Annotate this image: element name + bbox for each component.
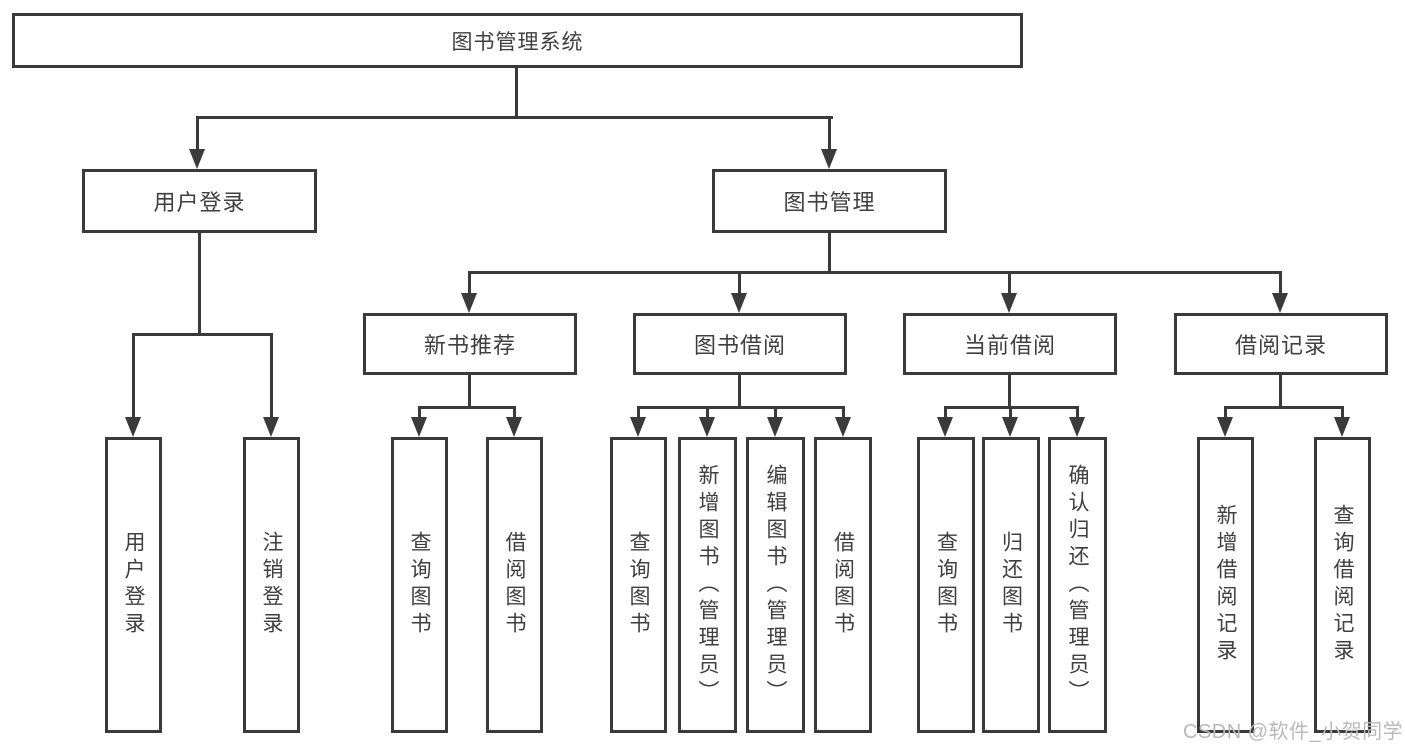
connector-level3-drop (1279, 271, 1282, 295)
leaf-query-books-borrowing-label: 查询图书 (627, 531, 650, 639)
node-book-borrowing: 图书借阅 (633, 313, 847, 375)
arrow-down-icon (411, 417, 427, 437)
connector-leaf-drop (774, 406, 777, 419)
leaf-query-books-recommend: 查询图书 (391, 437, 448, 733)
connector-leaf-drop (706, 406, 709, 419)
arrow-down-icon (1334, 417, 1350, 437)
leaf-confirm-return-admin-label: 确认归还（管理员） (1066, 463, 1089, 707)
arrow-down-icon (1002, 417, 1018, 437)
arrow-down-icon (189, 149, 205, 169)
leaf-add-borrow-record: 新增借阅记录 (1197, 437, 1254, 733)
node-borrowing-records: 借阅记录 (1174, 313, 1388, 375)
leaf-query-books-recommend-label: 查询图书 (408, 531, 431, 639)
connector-leaf-drop (1009, 406, 1012, 419)
leaf-add-borrow-record-label: 新增借阅记录 (1214, 504, 1237, 666)
connector-leaf-drop (418, 406, 421, 419)
node-current-borrowing: 当前借阅 (903, 313, 1117, 375)
leaf-user-login: 用户登录 (105, 437, 162, 733)
connector-leaf-drop (270, 333, 273, 419)
connector-level3-drop (1008, 271, 1011, 295)
connector-leaf-drop (1224, 406, 1227, 419)
connector-bookmgmt-drop (828, 116, 831, 151)
connector-level1-distributor (196, 116, 833, 119)
arrow-down-icon (461, 293, 477, 313)
connector-group3-stub (1008, 373, 1011, 408)
leaf-user-login-label: 用户登录 (122, 531, 145, 639)
connector-userlogin-distributor (132, 333, 273, 336)
leaf-add-book-admin: 新增图书（管理员） (678, 437, 737, 733)
leaf-borrow-books-recommend-label: 借阅图书 (503, 531, 526, 639)
leaf-return-books: 归还图书 (982, 437, 1040, 733)
connector-group1-distributor (418, 406, 516, 409)
connector-leaf-drop (842, 406, 845, 419)
leaf-query-borrow-record-label: 查询借阅记录 (1331, 504, 1354, 666)
connector-level3-drop (468, 271, 471, 295)
leaf-query-books-current-label: 查询图书 (934, 531, 958, 639)
node-borrowing-records-label: 借阅记录 (1234, 333, 1327, 358)
connector-userlogin-stub (198, 232, 201, 335)
connector-bookmgmt-stub (828, 232, 831, 273)
leaf-edit-book-admin-label: 编辑图书（管理员） (764, 463, 787, 707)
arrow-down-icon (937, 417, 953, 437)
arrow-down-icon (835, 417, 851, 437)
connector-group1-stub (468, 373, 471, 408)
arrow-down-icon (1069, 417, 1085, 437)
arrow-down-icon (731, 293, 747, 313)
leaf-logout-label: 注销登录 (260, 531, 283, 639)
connector-leaf-drop (132, 333, 135, 419)
arrow-down-icon (821, 149, 837, 169)
connector-group4-distributor (1224, 406, 1344, 409)
arrow-down-icon (125, 417, 141, 437)
leaf-borrow-books-recommend: 借阅图书 (486, 437, 543, 733)
leaf-return-books-label: 归还图书 (999, 531, 1023, 639)
connector-leaf-drop (513, 406, 516, 419)
arrow-down-icon (263, 417, 279, 437)
watermark: CSDN @软件_小贺同学 (1183, 721, 1404, 743)
connector-group2-distributor (637, 406, 845, 409)
leaf-confirm-return-admin: 确认归还（管理员） (1048, 437, 1107, 733)
connector-group4-stub (1279, 373, 1282, 408)
connector-leaf-drop (1341, 406, 1344, 419)
node-current-borrowing-label: 当前借阅 (963, 333, 1056, 358)
node-library-system: 图书管理系统 (12, 13, 1023, 68)
connector-group2-stub (738, 373, 741, 408)
node-book-management: 图书管理 (712, 169, 947, 233)
node-library-system-label: 图书管理系统 (451, 30, 584, 54)
leaf-borrow-books-borrowing: 借阅图书 (814, 437, 872, 733)
connector-leaf-drop (637, 406, 640, 419)
connector-leaf-drop (1076, 406, 1079, 419)
leaf-borrow-books-borrowing-label: 借阅图书 (831, 531, 855, 639)
node-user-login-label: 用户登录 (153, 190, 246, 215)
leaf-query-books-borrowing: 查询图书 (610, 437, 667, 733)
leaf-edit-book-admin: 编辑图书（管理员） (746, 437, 805, 733)
leaf-logout: 注销登录 (243, 437, 300, 733)
leaf-query-borrow-record: 查询借阅记录 (1314, 437, 1371, 733)
connector-root-stub (515, 67, 518, 118)
arrow-down-icon (630, 417, 646, 437)
connector-level3-distributor (468, 271, 1282, 274)
arrow-down-icon (699, 417, 715, 437)
leaf-query-books-current: 查询图书 (917, 437, 975, 733)
connector-leaf-drop (944, 406, 947, 419)
arrow-down-icon (767, 417, 783, 437)
arrow-down-icon (506, 417, 522, 437)
arrow-down-icon (1217, 417, 1233, 437)
connector-userlogin-drop (196, 116, 199, 151)
node-new-book-recommend: 新书推荐 (363, 313, 577, 375)
leaf-add-book-admin-label: 新增图书（管理员） (696, 463, 719, 707)
node-user-login: 用户登录 (82, 169, 317, 233)
node-book-management-label: 图书管理 (783, 190, 876, 215)
node-new-book-recommend-label: 新书推荐 (423, 333, 516, 358)
node-book-borrowing-label: 图书借阅 (693, 333, 786, 358)
connector-level3-drop (738, 271, 741, 295)
arrow-down-icon (1272, 293, 1288, 313)
arrow-down-icon (1001, 293, 1017, 313)
